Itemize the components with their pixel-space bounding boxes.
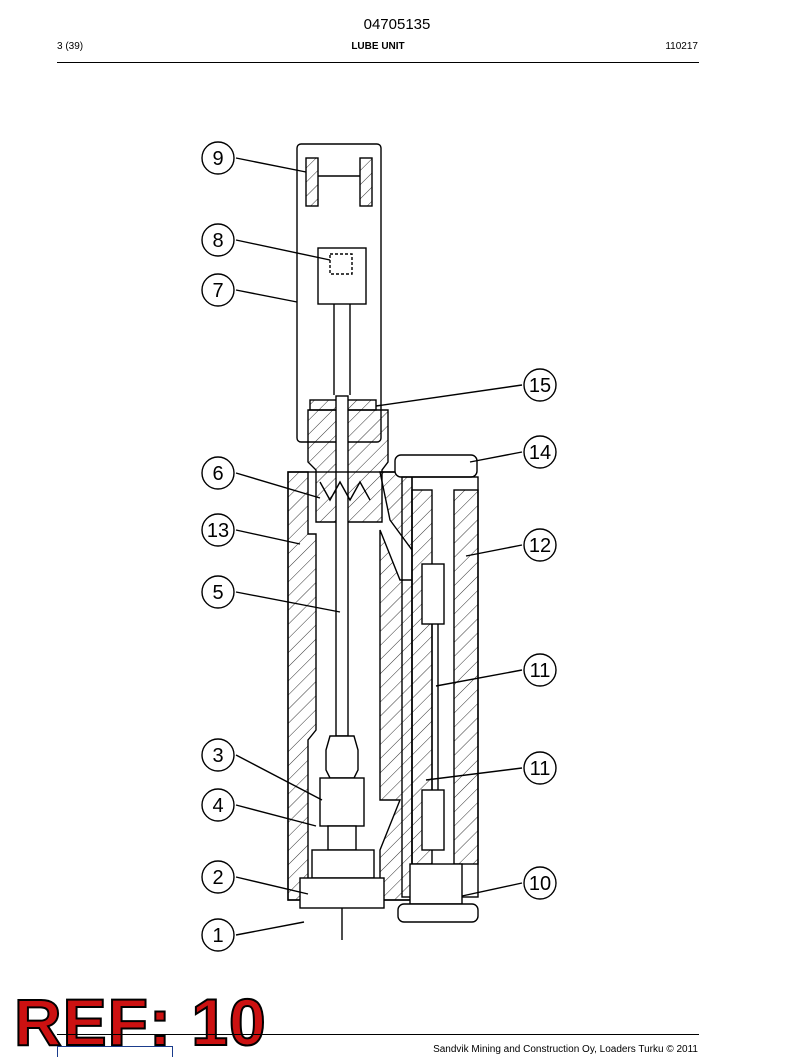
svg-text:3: 3	[212, 745, 223, 767]
svg-text:5: 5	[212, 582, 223, 604]
callout-14: 14	[469, 435, 557, 469]
svg-text:12: 12	[529, 535, 551, 557]
svg-text:9: 9	[212, 148, 223, 170]
valve-spool-upper	[421, 563, 445, 625]
callout-11-lower: 11	[425, 751, 557, 785]
upper-seal-right	[359, 157, 373, 207]
bottom-plug	[409, 863, 463, 905]
callout-13: 13	[201, 513, 301, 547]
callout-3: 3	[201, 738, 323, 801]
body-right-wall	[379, 471, 413, 901]
callout-6: 6	[201, 456, 321, 499]
footer-copyright: Sandvik Mining and Construction Oy, Load…	[433, 1044, 698, 1055]
svg-text:4: 4	[212, 795, 223, 817]
header-divider	[57, 62, 699, 63]
svg-text:15: 15	[529, 375, 551, 397]
svg-text:10: 10	[529, 873, 551, 895]
callout-1: 1	[201, 918, 305, 952]
body-left-wall	[287, 471, 317, 901]
sandvik-logo	[57, 1046, 173, 1057]
check-valve	[319, 777, 365, 827]
svg-text:13: 13	[207, 520, 229, 542]
svg-text:6: 6	[212, 463, 223, 485]
callout-15: 15	[375, 368, 557, 407]
svg-text:11: 11	[530, 660, 551, 682]
callout-12: 12	[465, 528, 557, 562]
valve-spool-lower	[421, 789, 445, 851]
callout-9: 9	[201, 141, 307, 175]
callout-4: 4	[201, 788, 317, 827]
callout-2: 2	[201, 860, 309, 895]
plug-upper	[311, 849, 375, 879]
callout-5: 5	[201, 575, 341, 613]
svg-text:7: 7	[212, 280, 223, 302]
section-title: LUBE UNIT	[351, 41, 405, 52]
plug-nut	[299, 877, 385, 909]
svg-text:1: 1	[212, 925, 223, 947]
ref-label: REF: 10	[13, 984, 267, 1060]
piston-rod	[335, 395, 349, 737]
adjust-screw	[317, 247, 367, 305]
top-plug	[394, 454, 478, 478]
callout-10: 10	[461, 866, 557, 900]
document-date: 110217	[665, 41, 698, 52]
footer-divider	[57, 1034, 699, 1035]
upper-seal-left	[305, 157, 319, 207]
document-number: 04705135	[363, 16, 431, 33]
svg-text:2: 2	[212, 867, 223, 889]
callout-7: 7	[201, 273, 298, 307]
svg-text:8: 8	[212, 230, 223, 252]
svg-text:11: 11	[530, 758, 551, 780]
callout-11-upper: 11	[435, 653, 557, 687]
svg-text:14: 14	[529, 442, 551, 464]
lube-unit-sectional-drawing: 9 8 7 15 14 6 13 12	[201, 141, 557, 952]
page-count: 3 (39)	[57, 41, 84, 52]
callout-8: 8	[201, 223, 331, 261]
